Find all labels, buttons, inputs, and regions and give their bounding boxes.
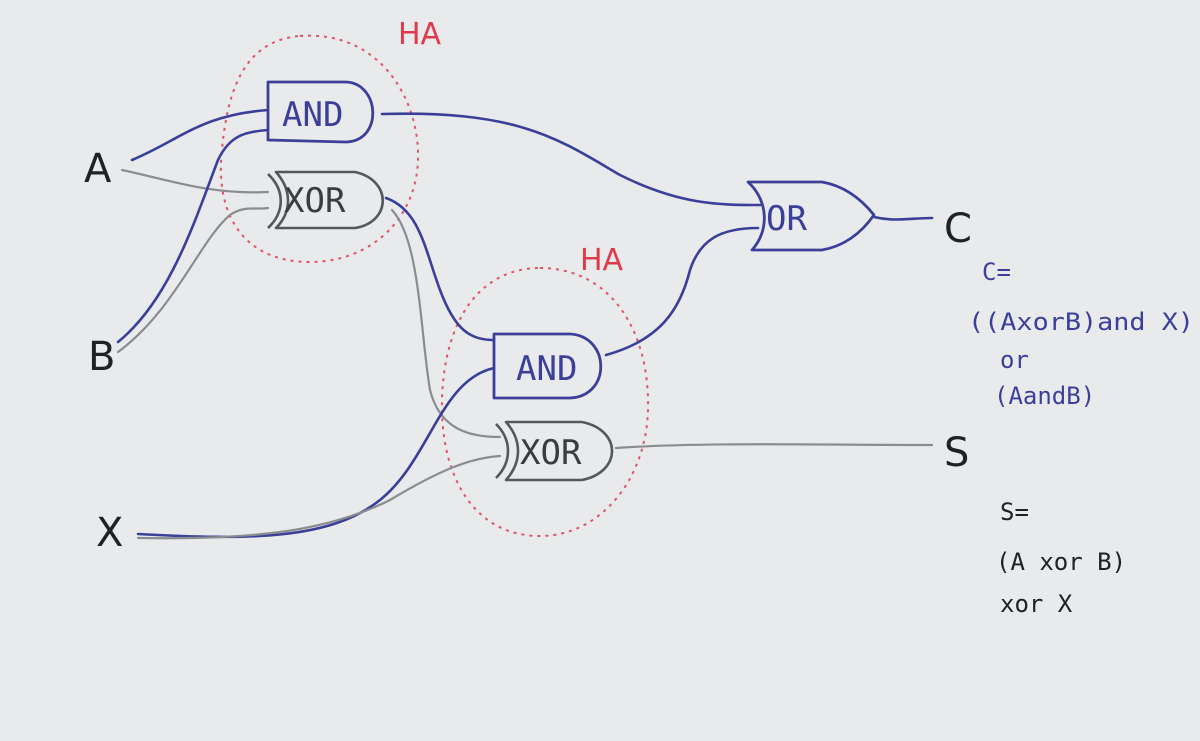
sum-equation-line-2: (A xor B) — [996, 548, 1126, 576]
carry-equation: C= ((AxorB)and X) or (AandB) — [968, 258, 1194, 410]
xor-gate-1: XOR — [267, 170, 384, 230]
wire-and1-to-or — [380, 112, 762, 207]
wire-x-to-and2 — [136, 366, 496, 539]
and-gate-2-label: AND — [516, 349, 577, 389]
wire-or-to-c — [872, 215, 934, 221]
wire-xor1-to-and2 — [384, 196, 496, 342]
wire-and2-to-or — [604, 226, 760, 357]
carry-equation-line-4: (AandB) — [994, 382, 1095, 410]
input-b-label: B — [88, 334, 115, 380]
output-c-label: C — [944, 206, 972, 252]
carry-equation-line-1: C= — [982, 258, 1011, 286]
xor-gate-2-label: XOR — [520, 433, 582, 473]
carry-equation-line-3: or — [1000, 346, 1029, 374]
wire-x-to-xor2 — [136, 454, 502, 540]
and-gate-2: AND — [492, 332, 603, 400]
wire-xor2-to-s — [614, 443, 934, 450]
sum-equation-line-3: xor X — [1000, 590, 1073, 618]
carry-equation-line-2: ((AxorB)and X) — [968, 308, 1194, 336]
sum-equation-line-1: S= — [1000, 498, 1029, 526]
wire-xor1-to-xor2 — [390, 208, 502, 439]
xor-gate-1-label: XOR — [284, 181, 346, 221]
wire-a-to-and1 — [130, 108, 270, 162]
half-adder-1-label: HA — [398, 17, 442, 52]
input-a-label: A — [84, 146, 112, 192]
half-adder-2-label: HA — [580, 243, 624, 278]
input-x-label: X — [96, 510, 123, 556]
or-gate: OR — [746, 180, 876, 252]
and-gate-1-label: AND — [282, 95, 343, 135]
xor-gate-2: XOR — [495, 420, 614, 482]
half-adder-2-boundary — [440, 266, 650, 538]
output-s-label: S — [944, 430, 969, 476]
or-gate-label: OR — [766, 199, 807, 239]
sum-equation: S= (A xor B) xor X — [996, 498, 1126, 618]
wire-b-to-xor1 — [116, 206, 270, 354]
and-gate-1: AND — [266, 80, 375, 144]
half-adder-1-boundary — [219, 34, 420, 264]
wire-b-to-and1 — [116, 128, 270, 344]
wire-a-to-xor1 — [120, 168, 270, 194]
